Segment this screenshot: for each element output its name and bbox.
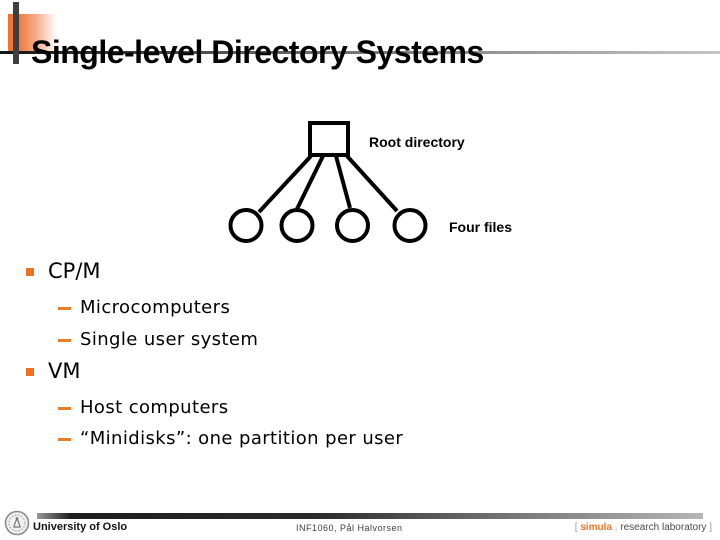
root-directory-label: Root directory bbox=[369, 134, 465, 150]
bullet-text: Single user system bbox=[80, 329, 259, 350]
title-underline-rule bbox=[0, 51, 720, 54]
bullet-text: Microcomputers bbox=[80, 297, 231, 318]
separator-dot: . bbox=[611, 522, 621, 533]
course-reference: INF1060, Pål Halvorsen bbox=[296, 523, 403, 533]
title-accent-bar bbox=[13, 2, 19, 64]
uio-seal-icon bbox=[4, 510, 30, 536]
edge-root-file3 bbox=[334, 155, 352, 209]
file-node-3 bbox=[335, 208, 370, 243]
root-directory-node bbox=[308, 121, 350, 157]
dash-bullet-icon bbox=[58, 339, 71, 342]
dash-bullet-icon bbox=[58, 407, 71, 410]
lab-descriptor: research laboratory bbox=[620, 522, 707, 533]
simula-wordmark: simula bbox=[580, 522, 612, 533]
bullet-text: VM bbox=[48, 359, 81, 383]
edge-root-file1 bbox=[257, 154, 313, 214]
dash-bullet-icon bbox=[58, 307, 71, 310]
simula-lab-tag: [ simula . research laboratory ] bbox=[575, 522, 712, 533]
bracket-open: [ bbox=[574, 522, 581, 533]
four-files-label: Four files bbox=[449, 219, 513, 235]
file-node-2 bbox=[279, 208, 315, 243]
file-node-1 bbox=[228, 208, 264, 243]
square-bullet-icon bbox=[26, 268, 34, 276]
university-name: University of Oslo bbox=[33, 521, 128, 533]
footer-divider-bar bbox=[37, 513, 703, 519]
edge-root-file2 bbox=[295, 155, 325, 210]
edge-root-file4 bbox=[345, 154, 399, 213]
bullet-text: “Minidisks”: one partition per user bbox=[80, 428, 404, 449]
bullet-text: Host computers bbox=[80, 397, 229, 418]
bracket-close: ] bbox=[706, 522, 712, 533]
square-bullet-icon bbox=[26, 368, 34, 376]
dash-bullet-icon bbox=[58, 438, 71, 441]
page-title: Single-level Directory Systems bbox=[31, 34, 484, 71]
file-node-4 bbox=[392, 208, 428, 243]
bullet-text: CP/M bbox=[48, 259, 101, 283]
